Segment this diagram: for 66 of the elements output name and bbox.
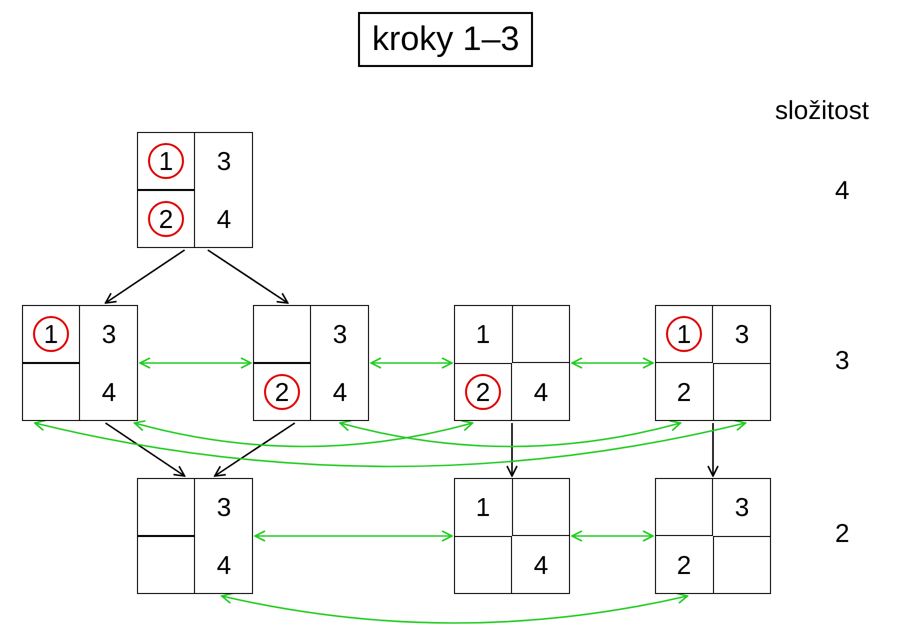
number: 3 — [216, 148, 232, 174]
double-arrow — [370, 357, 453, 369]
double-arrow — [220, 592, 688, 624]
grid-cell — [454, 363, 512, 421]
arrow — [104, 249, 186, 304]
circled-number: 2 — [465, 374, 501, 410]
grid-box — [454, 478, 570, 594]
double-arrow — [571, 530, 654, 542]
grid-box — [655, 478, 771, 594]
arrow — [207, 249, 289, 304]
grid-cell — [137, 190, 195, 248]
circled-number: 1 — [148, 143, 184, 179]
number: 2 — [676, 552, 692, 578]
double-arrow — [139, 357, 252, 369]
number: 4 — [216, 552, 232, 578]
arrow — [707, 423, 719, 477]
grid-cell — [655, 478, 713, 536]
grid-box — [454, 305, 570, 421]
double-arrow — [254, 530, 453, 542]
grid-box — [655, 305, 771, 421]
title: kroky 1–3 — [358, 12, 534, 67]
level-label: 3 — [835, 345, 850, 376]
grid-box — [137, 132, 253, 248]
grid-cell — [655, 305, 713, 363]
circled-number: 2 — [264, 374, 300, 410]
grid-cell — [512, 305, 570, 363]
double-arrow — [339, 420, 682, 448]
number: 3 — [102, 321, 116, 347]
axis-title: složitost — [775, 95, 869, 126]
number: 4 — [102, 379, 116, 405]
grid-box — [137, 478, 253, 594]
level-label: 4 — [835, 175, 850, 206]
grid-cell — [22, 305, 80, 363]
circled-number: 1 — [666, 316, 702, 352]
number: 3 — [332, 321, 348, 347]
grid-cell — [22, 363, 80, 421]
grid-cell — [137, 536, 195, 594]
level-label: 2 — [835, 518, 850, 549]
number: 2 — [676, 379, 692, 405]
number: 3 — [734, 321, 750, 347]
grid-cell — [713, 363, 771, 421]
number: 3 — [734, 494, 750, 520]
double-arrow — [571, 357, 654, 369]
grid-box — [22, 305, 138, 421]
number: 1 — [476, 494, 490, 520]
number: 4 — [332, 379, 348, 405]
double-arrow — [134, 420, 474, 448]
grid-cell — [512, 478, 570, 536]
number: 3 — [216, 494, 232, 520]
grid-cell — [137, 132, 195, 190]
number: 1 — [476, 321, 490, 347]
number: 4 — [216, 206, 232, 232]
arrow — [214, 422, 296, 477]
circled-number: 2 — [148, 201, 184, 237]
grid-box — [253, 305, 369, 421]
arrow — [105, 422, 186, 477]
grid-cell — [253, 363, 311, 421]
number: 4 — [534, 379, 548, 405]
grid-cell — [713, 536, 771, 594]
double-arrow — [34, 420, 746, 468]
number: 4 — [534, 552, 548, 578]
circled-number: 1 — [33, 316, 69, 352]
grid-cell — [454, 536, 512, 594]
grid-cell — [137, 478, 195, 536]
arrow — [506, 423, 518, 477]
grid-cell — [253, 305, 311, 363]
